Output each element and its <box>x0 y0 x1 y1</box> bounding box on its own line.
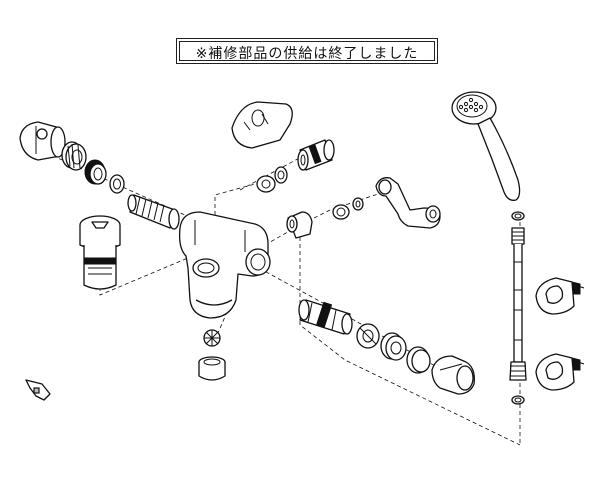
inlet-gasket <box>274 166 288 184</box>
diverter-nut <box>356 323 380 349</box>
thermostat-cartridge <box>127 194 180 230</box>
discontinued-notice-text: ※補修部品の供給は終了しました <box>195 46 419 62</box>
discontinued-notice-box: ※補修部品の供給は終了しました <box>176 38 438 64</box>
handle-washer <box>109 174 125 194</box>
assembly-guide-lines <box>39 149 521 446</box>
spanner-key <box>25 379 51 401</box>
shower-hook-lower <box>535 353 585 391</box>
diverter-bezel <box>406 346 431 374</box>
diverter-handle <box>431 355 475 395</box>
wall-cover <box>231 101 293 149</box>
diverter-ring <box>380 332 407 361</box>
switch-valve-cartridge <box>79 215 121 290</box>
aerator-cap <box>198 356 226 381</box>
handle-ring-1 <box>61 141 87 171</box>
shower-hook-upper <box>535 277 585 315</box>
diverter-cartridge <box>298 299 353 335</box>
temperature-handle <box>19 121 66 161</box>
elbow-nut <box>332 204 350 220</box>
crank-leg <box>375 177 441 229</box>
elbow-fitting <box>286 211 313 239</box>
inlet-nut <box>256 175 276 193</box>
faucet-body <box>178 211 271 319</box>
handle-ring-2 <box>84 159 107 185</box>
shower-head <box>451 91 521 201</box>
shower-washer-bottom <box>511 395 525 405</box>
shower-hose <box>509 227 527 381</box>
elbow-washer <box>352 197 364 211</box>
aerator-mesh <box>203 329 221 347</box>
shower-washer-top <box>511 211 525 221</box>
inlet-union <box>297 139 335 171</box>
